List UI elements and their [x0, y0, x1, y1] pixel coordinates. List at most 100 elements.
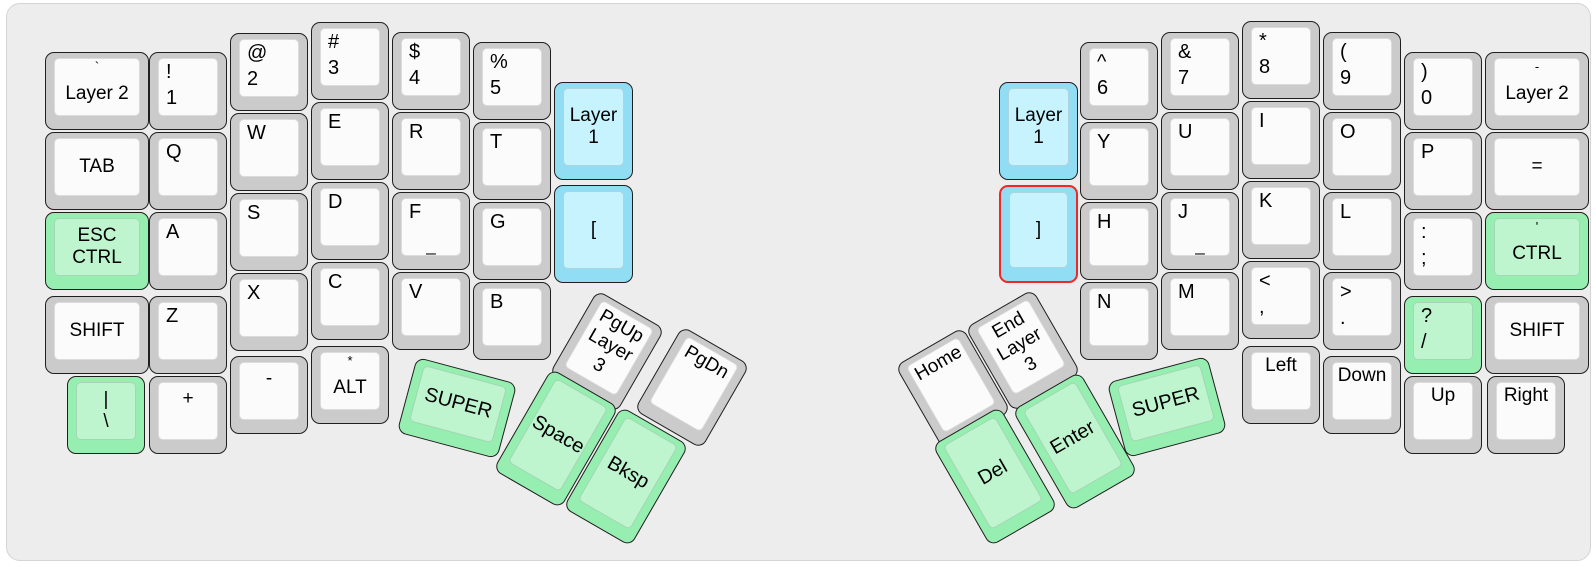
- keycap-face: N: [1089, 288, 1149, 346]
- keycap-face: E: [320, 108, 380, 166]
- keycap-face: TAB: [54, 138, 140, 196]
- key-arrow-right[interactable]: Right: [1487, 376, 1565, 454]
- key-arrow-left[interactable]: Left: [1242, 346, 1320, 424]
- key-num-7[interactable]: &7: [1161, 32, 1239, 110]
- key-legend: Layer 2: [1505, 83, 1569, 105]
- key-num-2[interactable]: @2: [230, 33, 308, 111]
- keycap-face: Up: [1413, 382, 1473, 440]
- key-num-0[interactable]: )0: [1404, 52, 1482, 130]
- key-o[interactable]: O: [1323, 112, 1401, 190]
- key-legend: N: [1097, 291, 1112, 313]
- key-legend: ;: [1421, 247, 1427, 270]
- key-legend: Right: [1503, 385, 1549, 406]
- key-i[interactable]: I: [1242, 101, 1320, 179]
- keycap-face: K: [1251, 187, 1311, 245]
- key-num-6[interactable]: ^6: [1080, 42, 1158, 120]
- keycap-face: Right: [1496, 382, 1556, 440]
- keycap-face: I: [1251, 107, 1311, 165]
- key-g[interactable]: G: [473, 202, 551, 280]
- key-b[interactable]: B: [473, 282, 551, 360]
- key-legend-main: Layer 2: [1505, 74, 1568, 115]
- key-pipe-backslash[interactable]: |\: [67, 376, 145, 454]
- key-c[interactable]: C: [311, 262, 389, 340]
- key-u[interactable]: U: [1161, 112, 1239, 190]
- key-legend: 5: [490, 77, 502, 100]
- key-legend: S: [247, 202, 261, 224]
- key-h[interactable]: H: [1080, 202, 1158, 280]
- key-shift-left[interactable]: SHIFT: [45, 296, 149, 374]
- key-legend: C: [328, 271, 343, 293]
- key-f[interactable]: F_: [392, 192, 470, 270]
- key-y[interactable]: Y: [1080, 122, 1158, 200]
- key-num-3[interactable]: #3: [311, 22, 389, 100]
- key-a[interactable]: A: [149, 212, 227, 290]
- keycap-face: %5: [482, 48, 542, 106]
- key-v[interactable]: V: [392, 272, 470, 350]
- key-minus-layer2[interactable]: - Layer 2: [1485, 52, 1589, 130]
- key-layer1-right[interactable]: Layer 1: [999, 82, 1078, 180]
- key-grave-layer2[interactable]: `Layer 2: [45, 52, 149, 130]
- key-legend: ALT: [333, 377, 367, 399]
- key-minus[interactable]: -: [230, 356, 308, 434]
- key-w[interactable]: W: [230, 113, 308, 191]
- key-legend: O: [1340, 121, 1356, 143]
- key-legend: ]: [1035, 218, 1042, 240]
- key-e[interactable]: E: [311, 102, 389, 180]
- key-l[interactable]: L: [1323, 192, 1401, 270]
- key-k[interactable]: K: [1242, 181, 1320, 259]
- key-num-8[interactable]: *8: [1242, 21, 1320, 99]
- key-x[interactable]: X: [230, 273, 308, 351]
- keycap-face: +: [158, 382, 218, 440]
- key-num-1[interactable]: !1: [149, 52, 227, 130]
- key-comma[interactable]: <,: [1242, 261, 1320, 339]
- keycap-face: S: [239, 199, 299, 257]
- key-q[interactable]: Q: [149, 132, 227, 210]
- key-p[interactable]: P: [1404, 132, 1482, 210]
- key-d[interactable]: D: [311, 182, 389, 260]
- key-t[interactable]: T: [473, 122, 551, 200]
- key-super-right[interactable]: SUPER: [1106, 355, 1228, 459]
- keycap-face: @2: [239, 39, 299, 97]
- key-arrow-up[interactable]: Up: [1404, 376, 1482, 454]
- key-j[interactable]: J_: [1161, 192, 1239, 270]
- key-tab[interactable]: TAB: [45, 132, 149, 210]
- key-z[interactable]: Z: [149, 296, 227, 374]
- keycap-face: SHIFT: [1494, 302, 1580, 360]
- key-legend: [: [590, 218, 597, 240]
- key-period[interactable]: >.: [1323, 272, 1401, 350]
- key-legend: J: [1178, 201, 1188, 223]
- key-shift-right[interactable]: SHIFT: [1485, 296, 1589, 374]
- key-legend: +: [182, 388, 194, 409]
- key-num-9[interactable]: (9: [1323, 32, 1401, 110]
- key-equals[interactable]: =: [1485, 132, 1589, 210]
- key-m[interactable]: M: [1161, 272, 1239, 350]
- key-num-5[interactable]: %5: [473, 42, 551, 120]
- key-colon-semicolon[interactable]: :;: [1404, 212, 1482, 290]
- key-super-left[interactable]: SUPER: [396, 356, 518, 460]
- key-n[interactable]: N: [1080, 282, 1158, 360]
- key-arrow-down[interactable]: Down: [1323, 356, 1401, 434]
- keycap-face: L: [1332, 198, 1392, 256]
- key-legend: ): [1421, 61, 1428, 83]
- key-quote-ctrl[interactable]: 'CTRL: [1485, 212, 1589, 290]
- keycap-face: X: [239, 279, 299, 337]
- key-legend: Del: [974, 455, 1012, 490]
- key-layer1-left[interactable]: Layer 1: [554, 82, 633, 180]
- key-plus[interactable]: +: [149, 376, 227, 454]
- key-star-alt[interactable]: *ALT: [311, 346, 389, 424]
- key-legend-mini: -: [1534, 59, 1540, 74]
- key-num-4[interactable]: $4: [392, 32, 470, 110]
- keycap-face: #3: [320, 28, 380, 86]
- key-legend: 2: [247, 68, 259, 91]
- key-legend: -: [265, 368, 273, 389]
- key-r[interactable]: R: [392, 112, 470, 190]
- key-s[interactable]: S: [230, 193, 308, 271]
- key-legend: Space: [528, 410, 589, 459]
- key-legend: A: [166, 221, 180, 243]
- key-lbracket[interactable]: [: [554, 185, 633, 283]
- key-rbracket[interactable]: ]: [999, 185, 1078, 283]
- keycap-face: T: [482, 128, 542, 186]
- key-question-slash[interactable]: ?/: [1404, 296, 1482, 374]
